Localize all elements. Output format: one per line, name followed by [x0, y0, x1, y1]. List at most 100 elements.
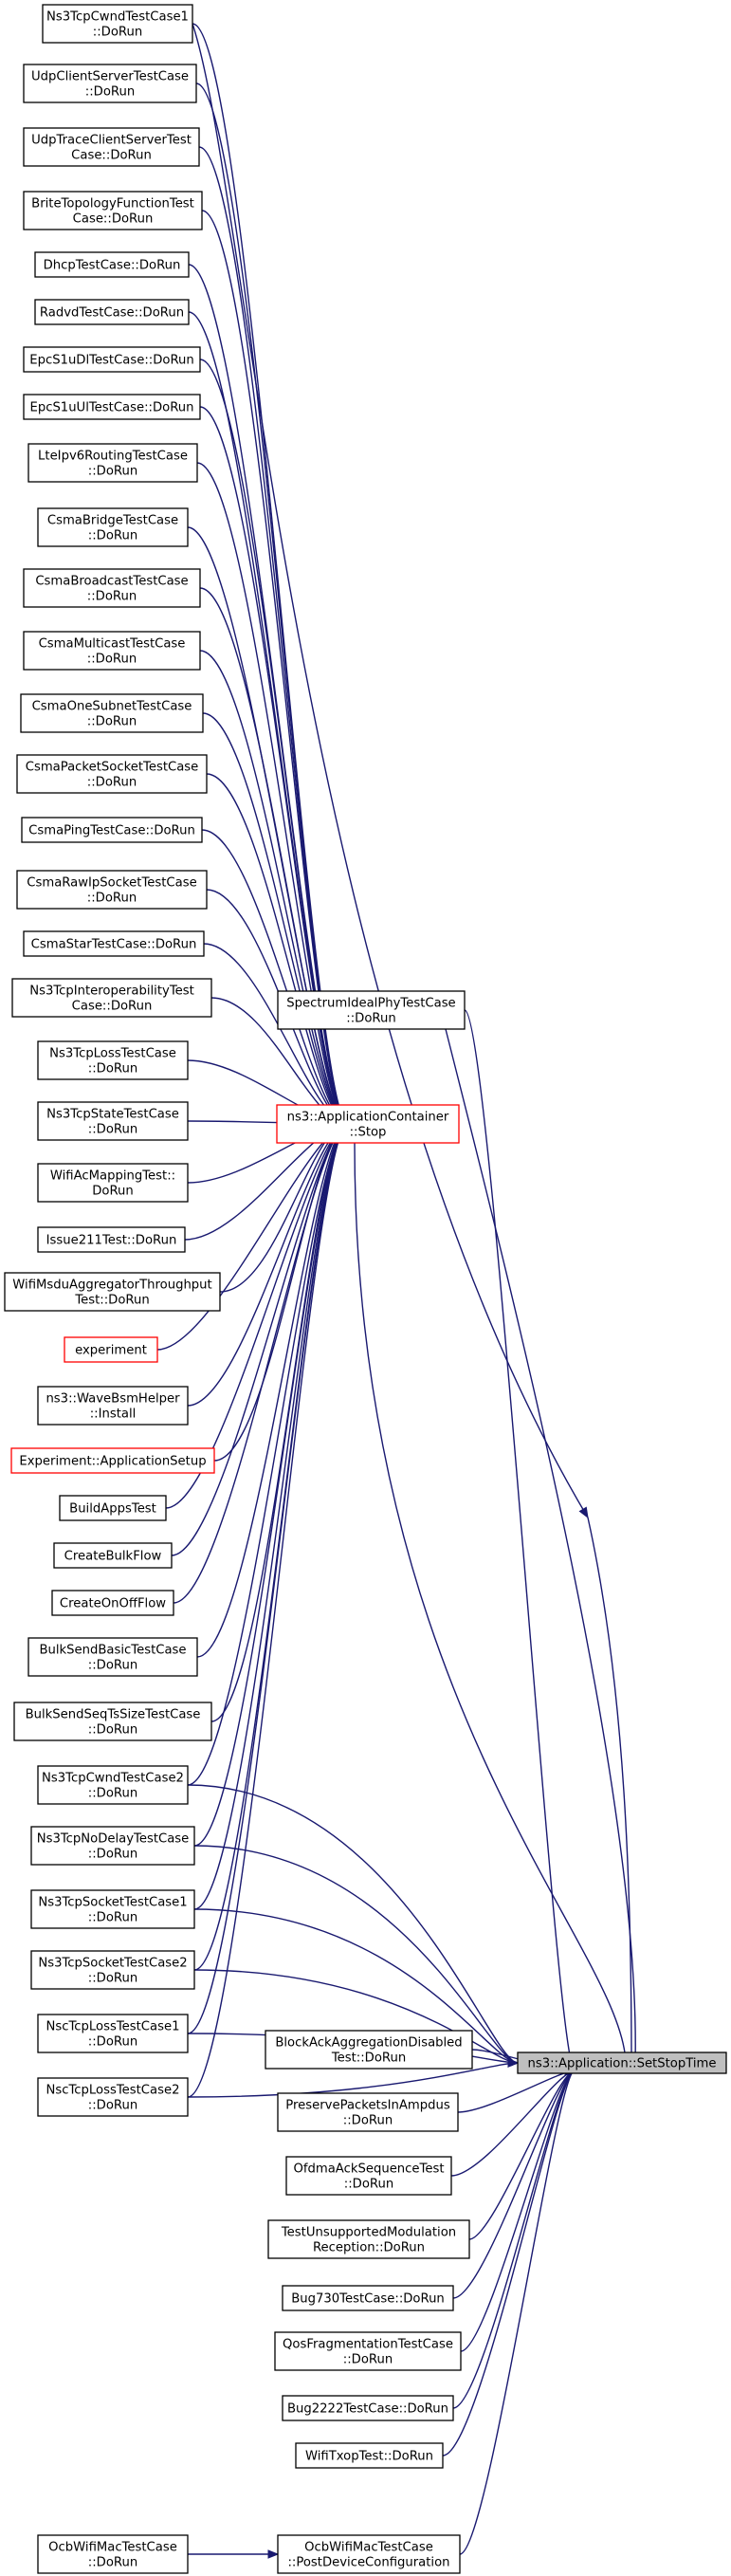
edge-m10-to-target [442, 2070, 576, 2456]
graph-node[interactable]: WifiAcMappingTest::DoRun [37, 1163, 189, 1203]
graph-node[interactable]: ns3::ApplicationContainer::Stop [276, 1104, 460, 1144]
edge-n37-to-target-arrowhead [507, 2058, 520, 2068]
graph-node[interactable]: CsmaStarTestCase::DoRun [23, 930, 205, 957]
node-box [277, 990, 466, 1030]
graph-node[interactable]: PreservePacketsInAmpdus::DoRun [277, 2092, 459, 2132]
graph-node[interactable]: EpcS1uUlTestCase::DoRun [23, 394, 201, 420]
node-box [267, 2219, 470, 2259]
node-box [27, 1637, 198, 1677]
graph-node[interactable]: BuildAppsTest [59, 1495, 167, 1521]
node-label: ::DoRun [88, 529, 137, 543]
edge-n30-to-stop [196, 1123, 349, 1658]
graph-node[interactable]: BulkSendBasicTestCase::DoRun [27, 1637, 198, 1677]
graph-node[interactable]: Ns3TcpCwndTestCase2::DoRun [37, 1765, 189, 1805]
graph-node[interactable]: OcbWifiMacTestCase::DoRun [37, 2534, 189, 2574]
graph-node[interactable]: Ns3TcpLossTestCase::DoRun [37, 1040, 189, 1080]
graph-node[interactable]: CsmaOneSubnetTestCase::DoRun [20, 693, 204, 733]
node-box [37, 2014, 189, 2053]
graph-node[interactable]: Bug730TestCase::DoRun [282, 2285, 454, 2311]
graph-node[interactable]: Issue211Test::DoRun [37, 1226, 186, 1253]
edge-n01-to-stop [192, 23, 349, 1125]
node-box [285, 2156, 452, 2196]
edge-n03-to-stop [198, 146, 349, 1125]
node-label: UdpTraceClientServerTest [31, 134, 192, 148]
graph-node[interactable]: UdpClientServerTestCase::DoRun [23, 64, 197, 103]
edge-n02-to-stop [195, 83, 349, 1125]
graph-node[interactable]: ns3::WaveBsmHelper::Install [37, 1386, 189, 1426]
graph-node[interactable]: CsmaPingTestCase::DoRun [21, 817, 203, 843]
node-label: ::DoRun [88, 1911, 137, 1925]
node-label: CsmaStarTestCase::DoRun [31, 938, 197, 952]
graph-node[interactable]: RadvdTestCase::DoRun [34, 299, 190, 325]
node-label: experiment [75, 1344, 147, 1358]
graph-node[interactable]: Bug2222TestCase::DoRun [282, 2395, 454, 2421]
graph-node[interactable]: Ns3TcpCwndTestCase1::DoRun [42, 4, 193, 44]
node-label: DhcpTestCase::DoRun [44, 259, 181, 273]
graph-node[interactable]: OcbWifiMacTestCase::PostDeviceConfigurat… [277, 2534, 461, 2574]
node-label: CsmaPingTestCase::DoRun [28, 824, 195, 838]
edge-n33-to-target [193, 1845, 519, 2064]
graph-node[interactable]: CsmaMulticastTestCase::DoRun [23, 631, 201, 671]
node-label: Ns3TcpSocketTestCase1 [38, 1896, 187, 1910]
graph-node[interactable]: CreateBulkFlow [53, 1542, 173, 1569]
node-box [37, 1765, 189, 1805]
graph-node[interactable]: Ns3TcpSocketTestCase2::DoRun [30, 1950, 195, 1990]
node-box [20, 693, 204, 733]
graph-node[interactable]: experiment [64, 1336, 158, 1363]
node-label: Issue211Test::DoRun [46, 1234, 177, 1248]
node-box [11, 978, 212, 1018]
node-label: ::DoRun [87, 715, 137, 729]
node-label: EpcS1uDlTestCase::DoRun [29, 354, 194, 368]
node-label: CsmaMulticastTestCase [39, 637, 186, 652]
node-label: Ns3TcpInteroperabilityTest [29, 984, 194, 999]
node-label: Test::DoRun [331, 2052, 406, 2066]
node-label: Experiment::ApplicationSetup [19, 1455, 206, 1469]
target-node[interactable]: ns3::Application::SetStopTime [517, 2052, 727, 2074]
graph-node[interactable]: CsmaPacketSocketTestCase::DoRun [16, 754, 208, 794]
graph-node[interactable]: LteIpv6RoutingTestCase::DoRun [27, 443, 198, 483]
node-label: ::DoRun [88, 1062, 137, 1076]
graph-node[interactable]: DhcpTestCase::DoRun [34, 251, 190, 278]
graph-node[interactable]: Ns3TcpSocketTestCase1::DoRun [30, 1889, 195, 1929]
node-label: Bug730TestCase::DoRun [291, 2292, 445, 2307]
node-box [23, 568, 201, 608]
edge-n37-to-target [187, 2062, 519, 2098]
node-label: CsmaBridgeTestCase [47, 514, 178, 528]
graph-node[interactable]: CreateOnOffFlow [51, 1590, 174, 1616]
graph-node[interactable]: CsmaRawIpSocketTestCase::DoRun [16, 870, 208, 910]
node-label: ::PostDeviceConfiguration [287, 2556, 449, 2570]
graph-node[interactable]: OfdmaAckSequenceTest::DoRun [285, 2156, 452, 2196]
node-label: CreateOnOffFlow [60, 1597, 166, 1611]
node-label: ::DoRun [88, 2556, 137, 2570]
edge-m1-to-target [464, 1009, 576, 2071]
graph-node[interactable]: CsmaBroadcastTestCase::DoRun [23, 568, 201, 608]
node-label: BlockAckAggregationDisabled [275, 2036, 462, 2051]
graph-node[interactable]: Ns3TcpNoDelayTestCase::DoRun [30, 1826, 195, 1866]
graph-node[interactable]: EpcS1uDlTestCase::DoRun [23, 346, 201, 373]
node-label: EpcS1uUlTestCase::DoRun [29, 401, 193, 415]
edge-n01-to-target-upper-arrowhead [578, 1506, 589, 1519]
graph-node[interactable]: TestUnsupportedModulationReception::DoRu… [267, 2219, 470, 2259]
graph-node[interactable]: QosFragmentationTestCase::DoRun [274, 2331, 462, 2371]
graph-node[interactable]: CsmaBridgeTestCase::DoRun [37, 507, 189, 547]
node-label: ::DoRun [344, 2178, 393, 2192]
edge-m7-to-target [452, 2070, 576, 2299]
node-box [23, 346, 201, 373]
graph-node[interactable]: NscTcpLossTestCase1::DoRun [37, 2014, 189, 2053]
graph-node[interactable]: NscTcpLossTestCase2::DoRun [37, 2077, 189, 2117]
graph-node[interactable]: SpectrumIdealPhyTestCase::DoRun [277, 990, 466, 1030]
graph-node[interactable]: BulkSendSeqTsSizeTestCase::DoRun [13, 1702, 212, 1741]
node-label: RadvdTestCase::DoRun [40, 306, 184, 321]
node-box [16, 754, 208, 794]
graph-node[interactable]: Experiment::ApplicationSetup [10, 1447, 215, 1474]
node-label: Case::DoRun [73, 212, 154, 227]
graph-node[interactable]: Ns3TcpStateTestCase::DoRun [37, 1101, 189, 1141]
node-label: Ns3TcpSocketTestCase2 [38, 1957, 187, 1971]
node-label: Case::DoRun [71, 149, 152, 163]
graph-node[interactable]: WifiTxopTest::DoRun [295, 2442, 444, 2469]
